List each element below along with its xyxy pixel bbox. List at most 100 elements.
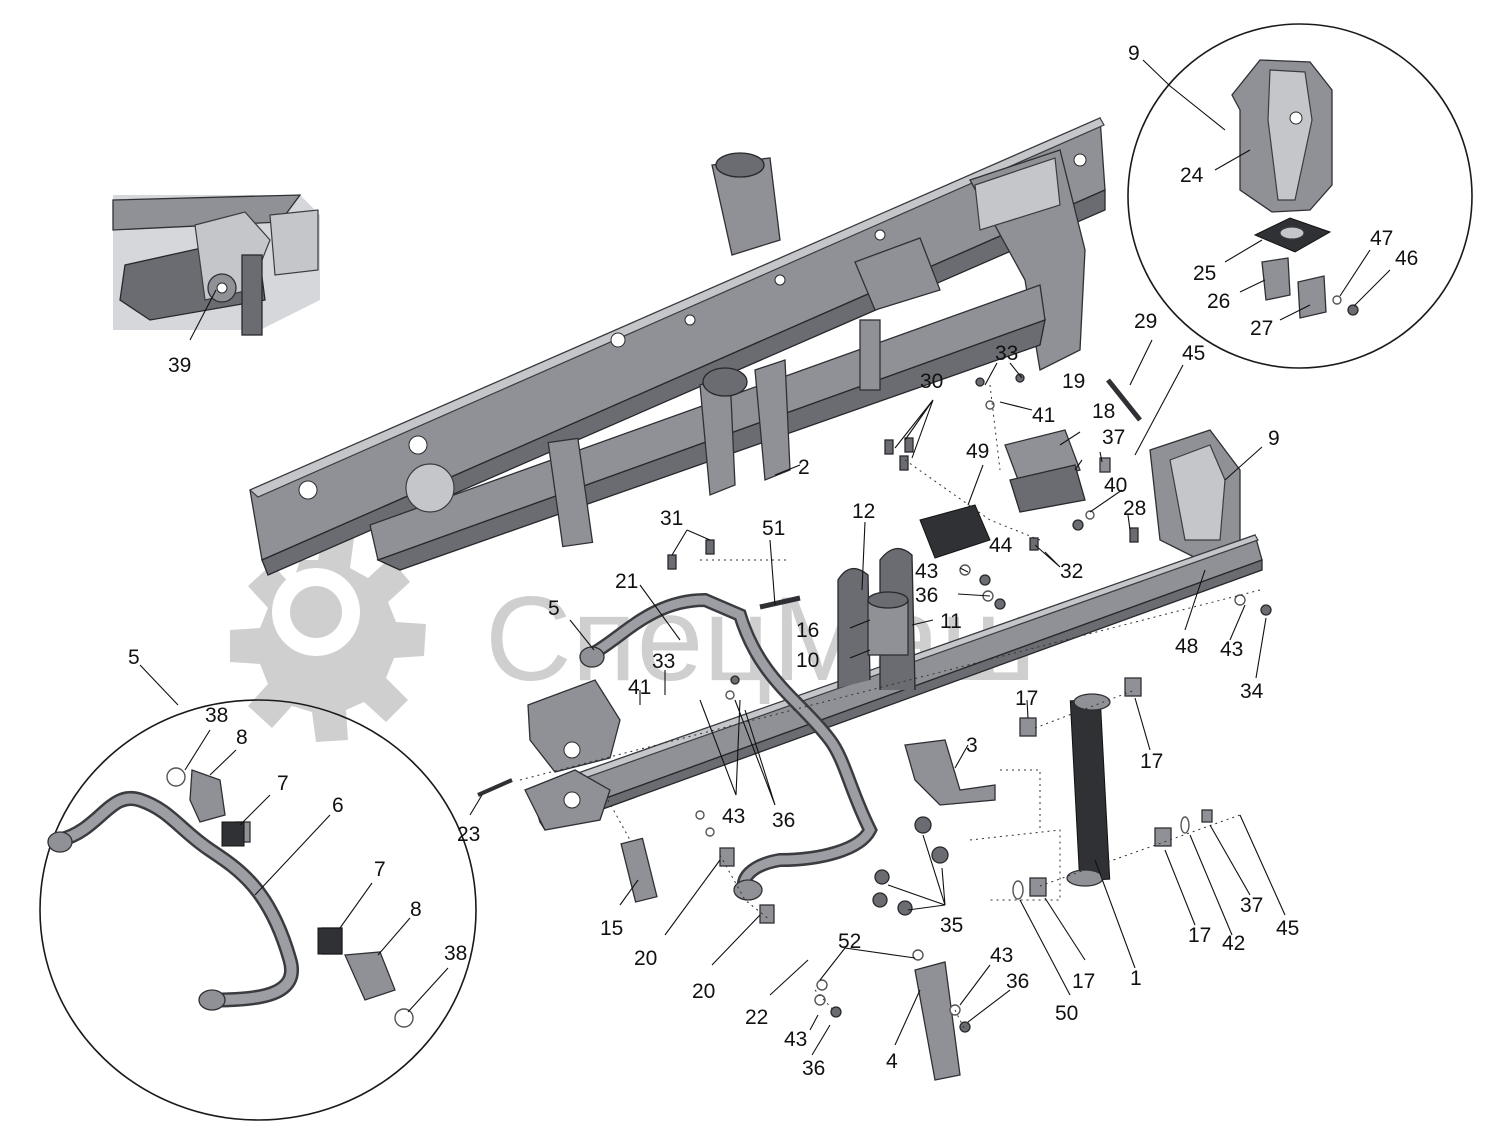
callout-45: 45 xyxy=(1182,342,1205,365)
callout-26: 26 xyxy=(1207,290,1230,313)
callout-51: 51 xyxy=(762,517,785,540)
callout-7-a: 7 xyxy=(277,772,289,795)
detail-circle-5 xyxy=(39,699,477,1121)
pad-25 xyxy=(1253,217,1332,253)
callout-48: 48 xyxy=(1175,635,1198,658)
callout-45-b: 45 xyxy=(1276,917,1299,940)
bushing-7-bottom xyxy=(317,927,343,955)
callout-33-b: 33 xyxy=(652,650,675,673)
bolt-29 xyxy=(1106,378,1142,422)
callout-20-b: 20 xyxy=(692,980,715,1003)
callout-11: 11 xyxy=(940,610,962,633)
link-4 xyxy=(914,961,961,1081)
leaf-spring-upper xyxy=(369,284,1046,571)
clamp-8-top xyxy=(189,769,226,823)
callout-5: 5 xyxy=(548,597,560,620)
callout-33: 33 xyxy=(995,342,1018,365)
bracket-3 xyxy=(904,739,996,806)
callout-18: 18 xyxy=(1092,400,1115,423)
callout-41: 41 xyxy=(1032,404,1055,427)
shock-absorber-1 xyxy=(1066,693,1111,887)
callout-28: 28 xyxy=(1123,497,1146,520)
callout-17-a: 17 xyxy=(1015,687,1038,710)
watermark-text: СпецМаш xyxy=(485,572,1036,706)
callout-10: 10 xyxy=(796,649,819,672)
small-parts xyxy=(235,373,1272,1033)
washer-47 xyxy=(1332,295,1342,305)
callouts: 9 24 25 26 27 47 46 39 29 45 9 33 30 41 … xyxy=(128,42,1418,1080)
frame-bracket-center xyxy=(854,237,941,311)
callout-36-b: 36 xyxy=(772,809,795,832)
callout-8-a: 8 xyxy=(236,726,248,749)
callout-31: 31 xyxy=(660,507,683,530)
callout-39: 39 xyxy=(168,354,191,377)
callout-15: 15 xyxy=(600,917,623,940)
callout-9-lower: 9 xyxy=(1268,427,1280,450)
callout-36-d: 36 xyxy=(1006,970,1029,993)
bracket-9-lower xyxy=(1149,429,1241,561)
assembly-lines xyxy=(519,384,1261,1031)
callout-40: 40 xyxy=(1104,474,1127,497)
detail-circle-9 xyxy=(1127,23,1473,369)
callout-20-a: 20 xyxy=(634,947,657,970)
leader-lines xyxy=(139,59,1391,1056)
callout-3: 3 xyxy=(966,734,978,757)
callout-25: 25 xyxy=(1193,262,1216,285)
bumpstop-11 xyxy=(867,591,909,656)
callout-43-a: 43 xyxy=(915,560,938,583)
clamp-8-bottom xyxy=(344,951,396,1001)
inset-detail-39 xyxy=(112,194,320,336)
upper-shock-bracket xyxy=(711,152,781,256)
nut-46 xyxy=(1347,304,1359,316)
callout-43-d: 43 xyxy=(784,1028,807,1051)
callout-17-d: 17 xyxy=(1188,924,1211,947)
callout-35: 35 xyxy=(940,914,963,937)
callout-46: 46 xyxy=(1395,247,1418,270)
callout-52: 52 xyxy=(838,930,861,953)
bracket-49 xyxy=(919,504,991,559)
frame-ring-mount xyxy=(405,463,455,513)
callout-23: 23 xyxy=(457,823,480,846)
watermark-gear-logo xyxy=(230,530,426,742)
callout-43-e: 43 xyxy=(990,944,1013,967)
callout-32: 32 xyxy=(1060,560,1083,583)
callout-27: 27 xyxy=(1250,317,1273,340)
stabilizer-bar-6 xyxy=(47,790,299,1011)
callout-4: 4 xyxy=(886,1050,898,1073)
snap-ring-38-bottom xyxy=(394,1008,414,1028)
callout-21: 21 xyxy=(615,570,638,593)
callout-8-b: 8 xyxy=(410,898,422,921)
callout-2: 2 xyxy=(798,456,810,479)
callout-44: 44 xyxy=(989,534,1013,557)
callout-22: 22 xyxy=(745,1006,768,1029)
plate-27 xyxy=(1297,275,1327,319)
callout-30: 30 xyxy=(920,370,943,393)
callout-49: 49 xyxy=(966,440,989,463)
callout-43-b: 43 xyxy=(1220,638,1243,661)
callout-38-a: 38 xyxy=(205,704,228,727)
callout-19: 19 xyxy=(1062,370,1085,393)
callout-37-b: 37 xyxy=(1240,894,1263,917)
callout-1: 1 xyxy=(1130,967,1142,990)
callout-50: 50 xyxy=(1055,1002,1078,1025)
callout-34: 34 xyxy=(1240,680,1264,703)
callout-17-b: 17 xyxy=(1140,750,1163,773)
bracket-18 xyxy=(1009,464,1086,513)
spring-bracket-front xyxy=(527,679,621,773)
callout-37: 37 xyxy=(1102,426,1125,449)
callout-12: 12 xyxy=(852,500,875,523)
bracket-24 xyxy=(1231,59,1333,213)
bushing-7-top xyxy=(221,821,245,847)
callout-29: 29 xyxy=(1134,310,1157,333)
frame-plate-rear xyxy=(974,157,1061,231)
callout-9: 9 xyxy=(1128,42,1140,65)
callout-42: 42 xyxy=(1222,932,1245,955)
callout-41-b: 41 xyxy=(628,676,651,699)
callout-43-c: 43 xyxy=(722,805,745,828)
callout-38-b: 38 xyxy=(444,942,467,965)
snap-ring-38-top xyxy=(166,767,186,787)
plate-26 xyxy=(1261,257,1291,301)
callout-24: 24 xyxy=(1180,164,1204,187)
callout-47: 47 xyxy=(1370,227,1393,250)
